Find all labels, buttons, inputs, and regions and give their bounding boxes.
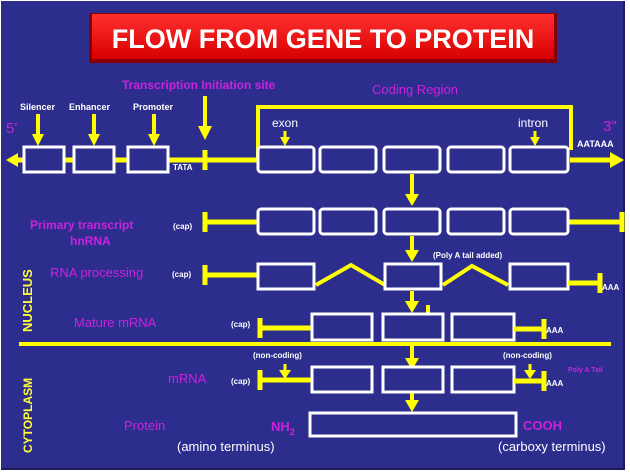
exon-segment: [383, 262, 443, 291]
mature-mrna-label: Mature mRNA: [74, 315, 157, 330]
dna-row: Transcription Initiation site Coding Reg…: [6, 78, 624, 174]
promoter-arrow-icon: [148, 134, 160, 146]
cooh-label: COOH: [523, 418, 562, 433]
gene-segment: [446, 145, 506, 174]
rna-processing-label: RNA processing: [50, 265, 143, 280]
cap-label: (cap): [231, 377, 250, 386]
protein-label: Protein: [124, 418, 165, 433]
nh2-text: NH: [271, 419, 290, 434]
mrna-segment: [381, 312, 445, 342]
rna-processing-row: AAA RNA processing (cap): [50, 262, 620, 293]
title-banner: FLOW FROM GENE TO PROTEIN: [89, 13, 557, 63]
coding-region-label: Coding Region: [372, 82, 458, 97]
non-coding-arrow-icon: [524, 370, 536, 379]
transcript-segment: [382, 207, 442, 236]
page-title: FLOW FROM GENE TO PROTEIN: [112, 24, 535, 54]
silencer-arrow-icon: [32, 134, 44, 146]
gene-segment: [256, 145, 316, 174]
translation-arrow-icon: [405, 400, 419, 412]
gene-segment: [382, 145, 442, 174]
cap-label: (cap): [173, 222, 192, 231]
primary-transcript-row: Primary transcript hnRNA (cap): [30, 207, 625, 248]
mrna-segment: [450, 365, 516, 394]
tata-label: TATA: [173, 163, 193, 172]
five-prime-arrowhead: [6, 153, 18, 167]
non-coding-left-label: (non-coding): [253, 351, 302, 360]
non-coding-arrow-icon: [279, 370, 291, 379]
exon-segment: [508, 262, 570, 291]
poly-a-tail-label: Poly A Tail: [568, 367, 603, 374]
aaa-label: AAA: [602, 283, 620, 292]
five-prime-label: 5': [6, 120, 17, 137]
intron-label: intron: [518, 116, 548, 130]
protein-row: Protein NH2 COOH (amino terminus) (carbo…: [124, 411, 606, 454]
mrna-label: mRNA: [168, 371, 207, 386]
mrna-segment: [450, 312, 516, 342]
cap-label: (cap): [231, 320, 250, 329]
promoter-box: [126, 145, 170, 174]
enhancer-arrow-icon: [88, 134, 100, 146]
transcript-segment: [318, 207, 378, 236]
intron-arrow-icon: [530, 137, 540, 146]
regulatory-arrows: [32, 114, 160, 146]
spliced-intron-loop: [315, 262, 387, 287]
non-coding-right-label: (non-coding): [503, 351, 552, 360]
gene-segment: [318, 145, 378, 174]
enhancer-box: [72, 145, 116, 174]
protein-chain: [308, 411, 518, 438]
mrna-segment: [310, 312, 374, 342]
exon-segment: [256, 262, 316, 291]
initiation-arrow-head: [198, 126, 212, 140]
exon-arrow-icon: [280, 137, 290, 146]
exon-label: exon: [272, 116, 298, 130]
maturation-arrow-icon: [405, 301, 419, 313]
three-prime-label: 3": [603, 118, 617, 135]
silencer-label: Silencer: [20, 102, 56, 112]
spliced-intron-loop: [441, 263, 509, 287]
primary-transcript-label: Primary transcript: [30, 218, 133, 232]
enhancer-label: Enhancer: [69, 102, 111, 112]
gene-segments: [256, 145, 570, 174]
silencer-box: [22, 145, 66, 174]
cytoplasm-mrna-row: (non-coding) (non-coding) AAA Poly A Tai…: [168, 351, 603, 394]
nucleus-label: NUCLEUS: [20, 269, 35, 332]
aataaa-label: AATAAA: [577, 139, 614, 149]
carboxy-terminus-label: (carboxy terminus): [498, 439, 606, 454]
mature-mrna-row: AAA Mature mRNA (cap): [74, 312, 564, 342]
poly-a-added-label: (Poly A tail added): [433, 251, 503, 260]
title-box: [92, 14, 554, 59]
transcription-arrow-icon: [405, 194, 419, 206]
transcript-segment: [508, 207, 570, 236]
amino-terminus-label: (amino terminus): [177, 439, 275, 454]
nh2-subscript: 2: [290, 427, 295, 437]
transcript-segment: [446, 207, 506, 236]
export-arrow-icon: [405, 358, 419, 370]
mrna-segment: [310, 365, 374, 394]
hnrna-label: hnRNA: [70, 234, 111, 248]
processing-arrow-icon: [405, 250, 419, 262]
three-prime-arrowhead: [610, 152, 624, 168]
cap-label: (cap): [172, 270, 191, 279]
cytoplasm-label: CYTOPLASM: [21, 378, 35, 453]
transcription-initiation-label: Transcription Initiation site: [122, 78, 276, 92]
coding-region-bracket: [256, 105, 573, 160]
nh2-label: NH2: [271, 419, 295, 437]
transcript-segment: [256, 207, 316, 236]
promoter-label: Promoter: [133, 102, 174, 112]
gene-segment: [508, 145, 570, 174]
mrna-segment: [381, 365, 445, 394]
aaa-label: AAA: [546, 326, 564, 335]
aaa-label: AAA: [546, 379, 564, 388]
